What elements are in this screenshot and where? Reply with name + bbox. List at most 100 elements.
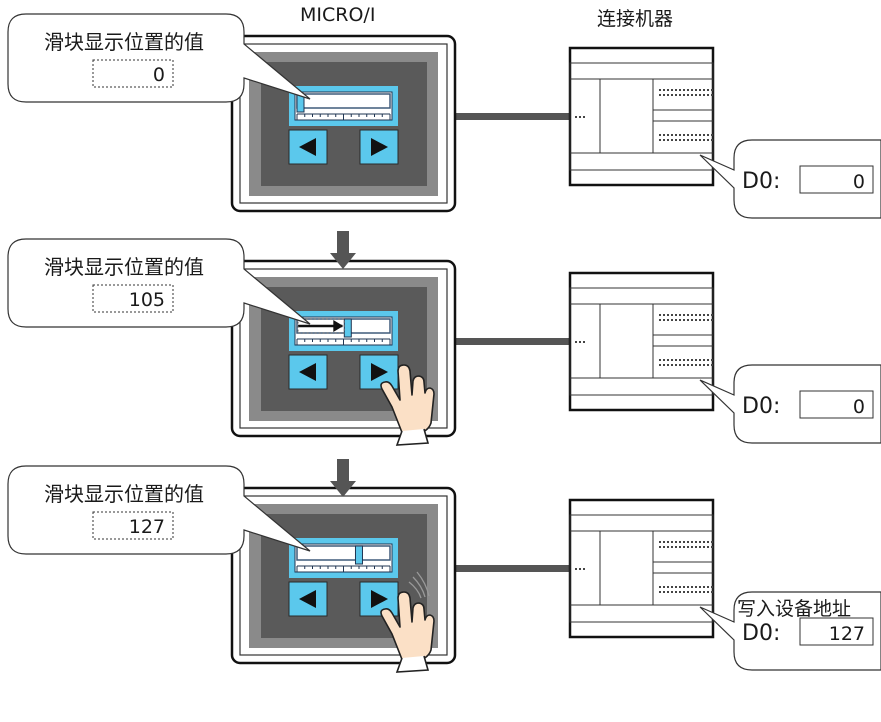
- device-terminal-dot: [671, 364, 673, 366]
- device-terminal-dot: [667, 94, 669, 96]
- device-terminal-dot: [703, 591, 705, 593]
- device-terminal-dot: [711, 546, 713, 548]
- connected-device: [568, 271, 715, 412]
- micro-i-bezel: [239, 43, 448, 204]
- device-terminal-dot: [687, 591, 689, 593]
- connected-device: [568, 498, 715, 639]
- device-terminal-dot: [679, 359, 681, 361]
- device-terminal-dot: [667, 89, 669, 91]
- device-port-dot: [575, 568, 577, 570]
- device-terminal-dot: [687, 546, 689, 548]
- device-terminal-dot: [691, 319, 693, 321]
- device-terminal-dot: [679, 364, 681, 366]
- device-body: [568, 46, 715, 187]
- device-terminal-dot: [683, 591, 685, 593]
- device-terminal-dot: [671, 591, 673, 593]
- device-terminal-dot: [707, 541, 709, 543]
- device-terminal-dot: [695, 94, 697, 96]
- connection-cable: [455, 338, 570, 345]
- device-terminal-dot: [707, 89, 709, 91]
- right-button: [359, 581, 399, 617]
- connected-device: [568, 46, 715, 187]
- device-terminal-dot: [691, 134, 693, 136]
- device-terminal-dot: [707, 586, 709, 588]
- device-terminal-dot: [659, 94, 661, 96]
- d0-value-box: [799, 390, 874, 419]
- d0-value: 0: [853, 171, 865, 193]
- device-terminal-dot: [711, 364, 713, 366]
- callout-value-box: [92, 284, 174, 313]
- device-terminal-dot: [667, 314, 669, 316]
- device-terminal-dot: [663, 314, 665, 316]
- device-terminal-dot: [663, 591, 665, 593]
- device-terminal-dot: [687, 139, 689, 141]
- device-terminal-dot: [703, 359, 705, 361]
- hand-cuff: [395, 428, 430, 446]
- device-terminal-dot: [659, 364, 661, 366]
- device-terminal-dot: [699, 359, 701, 361]
- device-terminal-dot: [671, 314, 673, 316]
- device-terminal-dot: [671, 134, 673, 136]
- device-terminal-dot: [699, 591, 701, 593]
- device-terminal-dot: [707, 364, 709, 366]
- device-terminal-dot: [691, 541, 693, 543]
- device-terminal-dot: [679, 586, 681, 588]
- device-terminal-dot: [695, 541, 697, 543]
- right-triangle-icon: [371, 363, 388, 381]
- device-terminal-dot: [707, 134, 709, 136]
- device-terminal-dot: [703, 139, 705, 141]
- device-terminal-dot: [683, 546, 685, 548]
- device-terminal-dot: [691, 586, 693, 588]
- device-terminal-dot: [663, 319, 665, 321]
- slide-dotted-region: [297, 318, 345, 334]
- micro-i-bezel: [239, 268, 448, 429]
- device-terminal-dot: [659, 591, 661, 593]
- device-terminal-dot: [695, 89, 697, 91]
- callout-value-box: [92, 59, 174, 88]
- device-terminal-dot: [663, 139, 665, 141]
- slider-bar: [296, 545, 391, 561]
- device-terminal-dot: [675, 134, 677, 136]
- device-terminal-dot: [667, 319, 669, 321]
- device-terminal-dot: [699, 139, 701, 141]
- device-terminal-dot: [663, 541, 665, 543]
- device-terminal-dot: [667, 134, 669, 136]
- d0-register-label: D0:: [742, 394, 780, 419]
- device-terminal-dot: [695, 546, 697, 548]
- device-terminal-dot: [683, 359, 685, 361]
- device-terminal-dot: [675, 541, 677, 543]
- d0-callout-bubble: [699, 364, 881, 444]
- device-terminal-dot: [679, 319, 681, 321]
- device-port-dot: [583, 116, 585, 118]
- device-terminal-dot: [707, 139, 709, 141]
- device-terminal-dot: [699, 134, 701, 136]
- left-triangle-icon: [299, 363, 316, 381]
- device-terminal-dot: [667, 364, 669, 366]
- device-terminal-dot: [687, 364, 689, 366]
- device-terminal-dot: [699, 586, 701, 588]
- slider-widget: [289, 538, 398, 578]
- device-terminal-dot: [671, 89, 673, 91]
- device-terminal-dot: [703, 89, 705, 91]
- device-terminal-dot: [707, 94, 709, 96]
- device-terminal-dot: [695, 139, 697, 141]
- device-terminal-dot: [679, 546, 681, 548]
- left-triangle-icon: [299, 138, 316, 156]
- device-terminal-dot: [707, 546, 709, 548]
- device-terminal-dot: [675, 364, 677, 366]
- callout-value: 105: [129, 289, 165, 311]
- release-motion-line: [416, 571, 430, 597]
- device-port-dot: [583, 341, 585, 343]
- device-terminal-dot: [711, 94, 713, 96]
- device-terminal-dot: [679, 94, 681, 96]
- connection-cable: [455, 565, 570, 572]
- device-terminal-dot: [691, 546, 693, 548]
- device-port-dot: [575, 341, 577, 343]
- device-terminal-dot: [695, 586, 697, 588]
- device-port-dot: [579, 568, 581, 570]
- device-terminal-dot: [683, 319, 685, 321]
- device-terminal-dot: [659, 546, 661, 548]
- device-terminal-dot: [675, 586, 677, 588]
